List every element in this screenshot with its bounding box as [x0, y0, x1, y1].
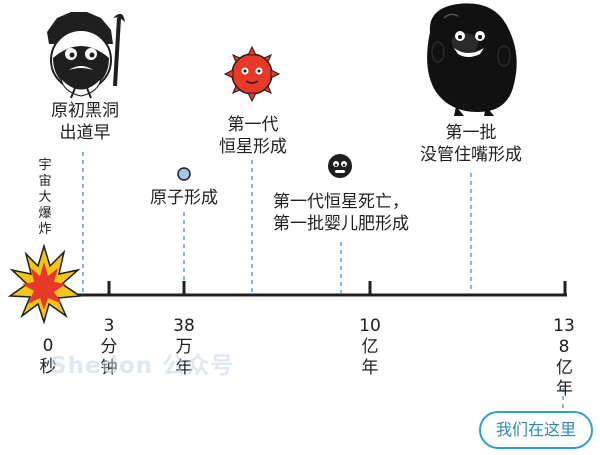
tick-label-0: 0 秒: [36, 336, 60, 378]
tick-138yi-num: 138: [553, 316, 575, 357]
tick-label-3min: 3 分钟: [97, 316, 121, 379]
label-first-stars-line2: 恒星形成: [219, 137, 287, 157]
tick-38wan-unit: 万年: [175, 337, 193, 378]
tick-10yi-unit: 亿年: [361, 337, 379, 378]
label-first-galaxies: 第一批 没管住嘴形成: [398, 122, 544, 166]
label-first-stars: 第一代 恒星形成: [198, 114, 308, 158]
we-are-here-button[interactable]: 我们在这里: [479, 411, 593, 449]
label-first-death-line2: 第一批婴儿肥形成: [273, 214, 409, 234]
red-star-icon: [223, 45, 281, 103]
label-first-death-line1: 第一代恒星死亡，: [273, 192, 409, 212]
tick-0-unit: 秒: [39, 357, 57, 377]
tick-label-38wan: 38 万年: [172, 316, 196, 379]
tick-label-138yi: 138 亿年: [548, 316, 580, 400]
atom-icon: [177, 167, 191, 181]
explosion-icon: [7, 243, 83, 325]
sage-character-icon: [47, 12, 125, 99]
label-primordial-line2: 出道早: [59, 123, 111, 143]
label-first-stars-line1: 第一代: [227, 115, 279, 135]
label-first-galaxies-line2: 没管住嘴形成: [420, 145, 522, 165]
label-first-galaxies-line1: 第一批: [445, 123, 497, 143]
big-black-blob-icon: [427, 3, 517, 116]
tick-3min-num: 3: [103, 316, 115, 336]
tick-3min-unit: 分钟: [100, 337, 118, 378]
label-big-bang: 宇宙大爆炸: [38, 158, 52, 237]
tick-label-10yi: 10 亿年: [358, 316, 382, 379]
small-black-hole-icon: [328, 154, 352, 178]
tick-10yi-num: 10: [359, 316, 381, 336]
axis-ticks: [107, 281, 567, 295]
tick-138yi-unit: 亿年: [556, 358, 573, 399]
label-primordial-black-holes: 原初黑洞 出道早: [30, 100, 140, 144]
tick-38wan-num: 38: [173, 316, 195, 336]
watermark: Shedon 公众号: [50, 353, 235, 379]
label-first-star-death: 第一代恒星死亡， 第一批婴儿肥形成: [246, 191, 436, 235]
tick-0-num: 0: [42, 336, 54, 356]
label-primordial-line1: 原初黑洞: [51, 101, 119, 121]
label-atoms-form: 原子形成: [150, 188, 218, 208]
